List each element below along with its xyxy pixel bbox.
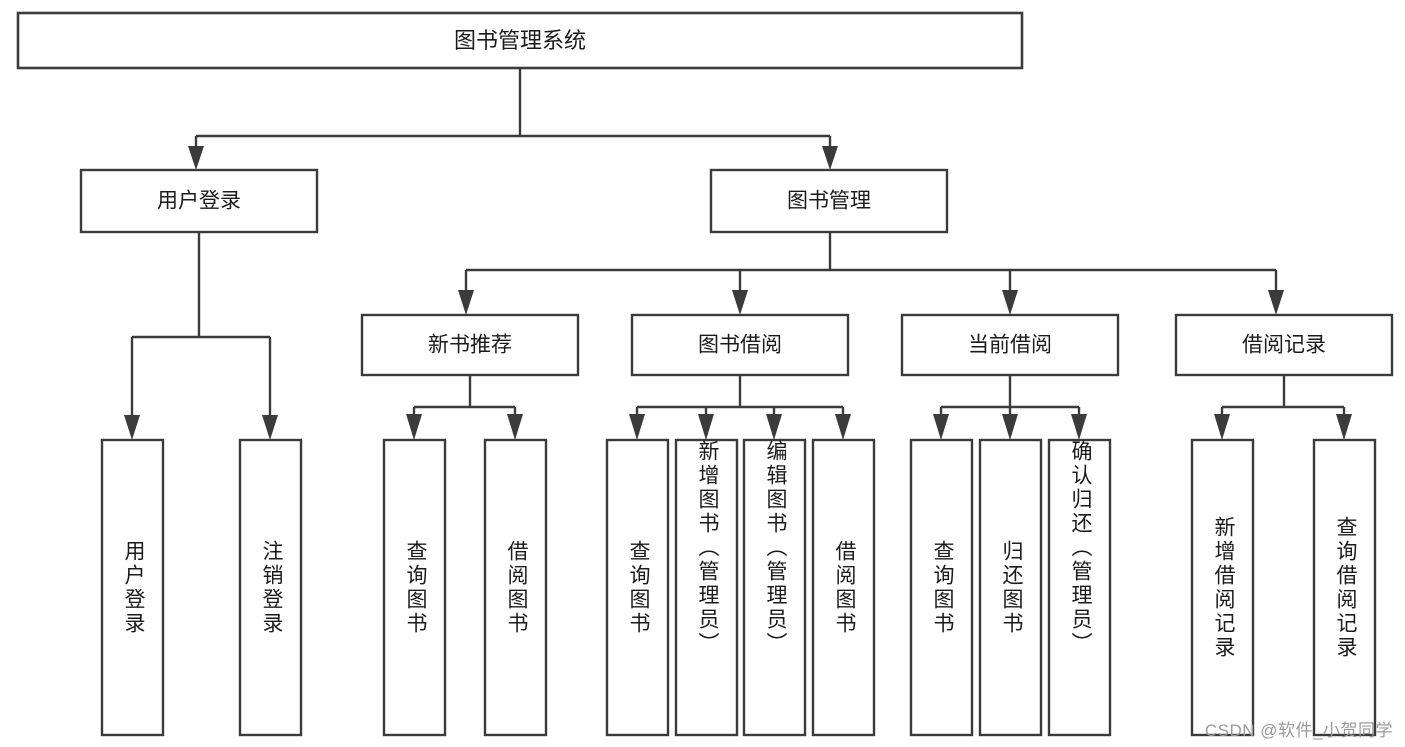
leaf-boxes-borrow-record bbox=[1190, 438, 1377, 737]
node-current-borrow-box[interactable] bbox=[900, 313, 1120, 377]
leaf-box-borrow-record-0[interactable] bbox=[1190, 438, 1255, 737]
leaf-boxes-current-borrow bbox=[909, 438, 1112, 737]
arrow-head-leaf-borrow-record-1 bbox=[1336, 414, 1352, 440]
node-new-book-recommend[interactable]: 新书推荐 bbox=[360, 313, 580, 377]
node-borrow-record-box[interactable] bbox=[1174, 313, 1394, 377]
arrow-head-user-login bbox=[188, 146, 204, 170]
arrow-head-borrow-record bbox=[1268, 290, 1284, 315]
leaf-box-book-borrow-3[interactable] bbox=[811, 438, 876, 737]
node-root-box[interactable] bbox=[16, 11, 1024, 70]
connector-group-book-borrow-leaves bbox=[629, 375, 851, 440]
leaf-box-current-borrow-1[interactable] bbox=[978, 438, 1043, 737]
arrow-head-leaf-current-borrow-2 bbox=[1071, 414, 1087, 440]
node-root-book-management-system[interactable]: 图书管理系统 bbox=[16, 11, 1024, 70]
arrow-head-leaf-book-borrow-1 bbox=[698, 414, 714, 440]
csdn-watermark: CSDN @软件_小贺同学 bbox=[1204, 721, 1393, 740]
connector-group-user-login-leaves bbox=[124, 232, 278, 440]
node-current-borrow-label: 当前借阅 bbox=[968, 334, 1052, 357]
leaf-box-user-login-1[interactable] bbox=[238, 438, 303, 737]
arrow-head-new-book bbox=[458, 290, 474, 315]
leaf-box-borrow-record-1[interactable] bbox=[1312, 438, 1377, 737]
node-book-management-box[interactable] bbox=[709, 168, 949, 234]
connector-group-book-manage-to-level3 bbox=[458, 232, 1284, 315]
arrow-head-leaf-borrow-record-0 bbox=[1214, 414, 1230, 440]
node-current-borrow[interactable]: 当前借阅 bbox=[900, 313, 1120, 377]
node-new-book-recommend-box[interactable] bbox=[360, 313, 580, 377]
node-user-login-box[interactable] bbox=[79, 168, 319, 234]
arrow-head-leaf-user-login-1 bbox=[262, 415, 278, 440]
node-book-borrow[interactable]: 图书借阅 bbox=[630, 313, 850, 377]
node-user-login[interactable]: 用户登录 bbox=[79, 168, 319, 234]
arrow-head-book-manage bbox=[822, 146, 838, 170]
node-borrow-record[interactable]: 借阅记录 bbox=[1174, 313, 1394, 377]
leaf-boxes-new-book-recommend bbox=[382, 438, 548, 737]
node-book-borrow-box[interactable] bbox=[630, 313, 850, 377]
leaf-box-book-borrow-0[interactable] bbox=[605, 438, 670, 737]
connector-group-root-to-level2 bbox=[188, 68, 838, 170]
leaf-boxes-book-borrow bbox=[605, 438, 876, 737]
connector-group-new-book-leaves bbox=[406, 375, 523, 440]
leaf-box-book-borrow-2[interactable] bbox=[742, 438, 807, 737]
connector-group-current-borrow-leaves bbox=[933, 375, 1087, 440]
arrow-head-leaf-new-book-1 bbox=[507, 414, 523, 440]
arrow-head-book-borrow bbox=[732, 290, 748, 315]
arrow-head-leaf-current-borrow-1 bbox=[1002, 414, 1018, 440]
node-book-management[interactable]: 图书管理 bbox=[709, 168, 949, 234]
arrow-head-leaf-user-login-0 bbox=[124, 415, 140, 440]
arrow-head-leaf-book-borrow-2 bbox=[766, 414, 782, 440]
leaf-box-new-book-1[interactable] bbox=[483, 438, 548, 737]
node-book-management-label: 图书管理 bbox=[787, 190, 871, 213]
node-user-login-label: 用户登录 bbox=[157, 190, 241, 213]
node-borrow-record-label: 借阅记录 bbox=[1242, 334, 1326, 357]
node-new-book-recommend-label: 新书推荐 bbox=[428, 334, 512, 357]
leaf-boxes-user-login bbox=[100, 438, 303, 737]
arrow-head-leaf-book-borrow-0 bbox=[629, 414, 645, 440]
arrow-head-current-borrow bbox=[1002, 290, 1018, 315]
leaf-box-current-borrow-0[interactable] bbox=[909, 438, 974, 737]
leaf-box-book-borrow-1[interactable] bbox=[674, 438, 739, 737]
arrow-head-leaf-book-borrow-3 bbox=[835, 414, 851, 440]
leaf-box-current-borrow-2[interactable] bbox=[1047, 438, 1112, 737]
arrow-head-leaf-new-book-0 bbox=[406, 414, 422, 440]
connector-group-borrow-record-leaves bbox=[1214, 375, 1352, 440]
node-root-label: 图书管理系统 bbox=[454, 28, 586, 53]
leaf-box-new-book-0[interactable] bbox=[382, 438, 447, 737]
leaf-box-user-login-0[interactable] bbox=[100, 438, 165, 737]
arrow-head-leaf-current-borrow-0 bbox=[933, 414, 949, 440]
node-book-borrow-label: 图书借阅 bbox=[698, 334, 782, 357]
